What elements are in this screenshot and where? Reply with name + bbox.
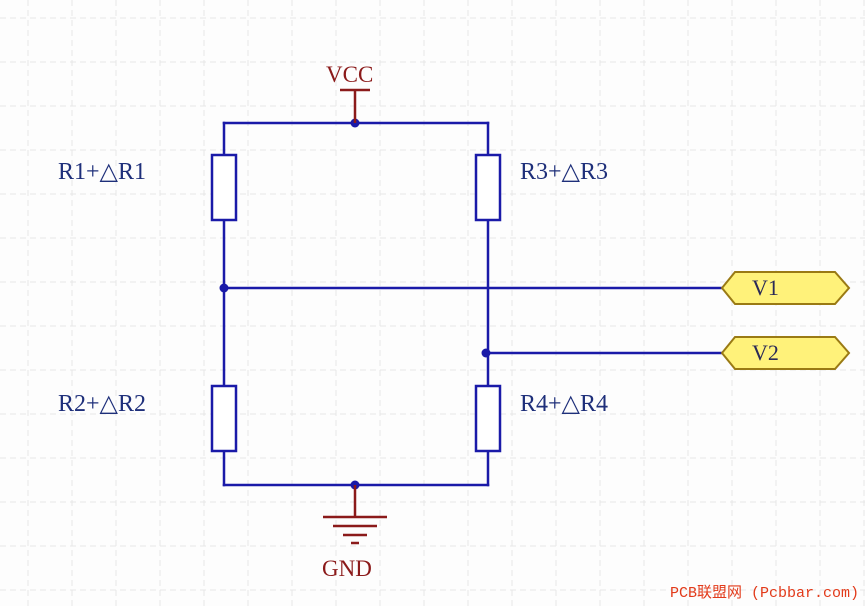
resistor-r1-body[interactable] bbox=[210, 153, 238, 222]
gnd-label: GND bbox=[322, 556, 372, 581]
resistor-r3-label: R3+△R3 bbox=[520, 159, 609, 185]
vcc-power-symbol[interactable] bbox=[340, 88, 370, 123]
watermark-text: PCB联盟网 (Pcbbar.com) bbox=[669, 585, 859, 602]
resistor-r1-label: R1+△R1 bbox=[58, 159, 147, 185]
port-v2-shape[interactable] bbox=[720, 336, 851, 370]
junction-dot-right bbox=[481, 348, 491, 358]
vcc-label: VCC bbox=[326, 62, 374, 87]
resistor-r4-label: R4+△R4 bbox=[520, 391, 609, 417]
resistor-r4-body[interactable] bbox=[474, 384, 502, 453]
resistor-r3-body[interactable] bbox=[474, 153, 502, 222]
port-v2-label: V2 bbox=[752, 340, 779, 365]
resistor-r2-body[interactable] bbox=[210, 384, 238, 453]
ground-symbol[interactable] bbox=[323, 485, 387, 545]
junction-dot-left bbox=[219, 283, 229, 293]
port-v1-label: V1 bbox=[752, 275, 779, 300]
port-v1-shape[interactable] bbox=[720, 271, 851, 305]
resistor-r2-label: R2+△R2 bbox=[58, 391, 147, 417]
